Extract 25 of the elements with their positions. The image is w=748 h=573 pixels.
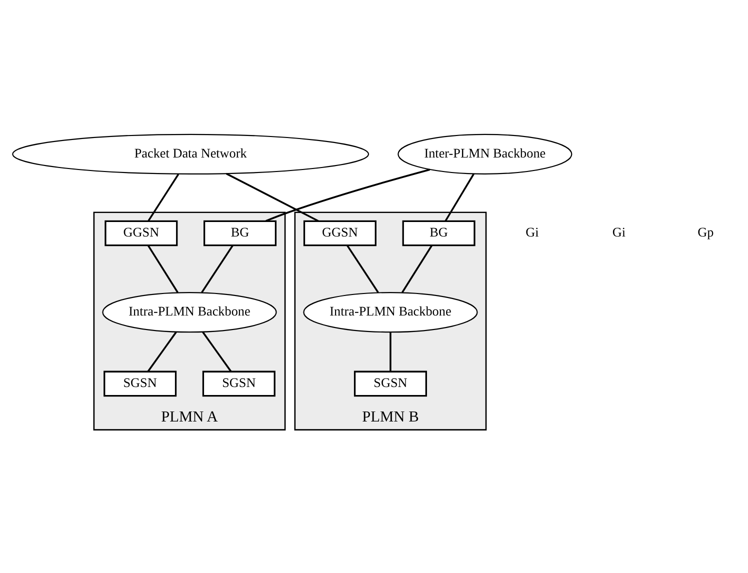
connector	[202, 331, 232, 372]
connector	[148, 174, 180, 222]
label: Gi	[526, 224, 539, 240]
connector	[147, 244, 178, 293]
node-ellipse: Intra-PLMN Backbone	[303, 292, 478, 333]
label: Gi	[612, 224, 626, 240]
node-ellipse: Intra-PLMN Backbone	[102, 292, 277, 333]
connector	[402, 244, 433, 293]
node-box: SGSN	[354, 370, 427, 397]
connector	[201, 244, 234, 293]
node-box: GGSN	[303, 220, 376, 246]
label: Gp	[698, 224, 714, 240]
connector	[226, 172, 319, 222]
node-box: SGSN	[202, 370, 276, 397]
node-ellipse: Inter-PLMN Backbone	[398, 134, 572, 174]
connector	[147, 331, 177, 372]
connector	[390, 332, 392, 372]
node-box: BG	[402, 220, 476, 246]
connector	[266, 168, 430, 222]
connector	[444, 173, 474, 222]
connector	[346, 244, 379, 293]
node-box: BG	[204, 220, 277, 246]
node-box: GGSN	[104, 220, 178, 246]
node-ellipse: Packet Data Network	[12, 134, 370, 174]
node-box: SGSN	[104, 370, 177, 397]
